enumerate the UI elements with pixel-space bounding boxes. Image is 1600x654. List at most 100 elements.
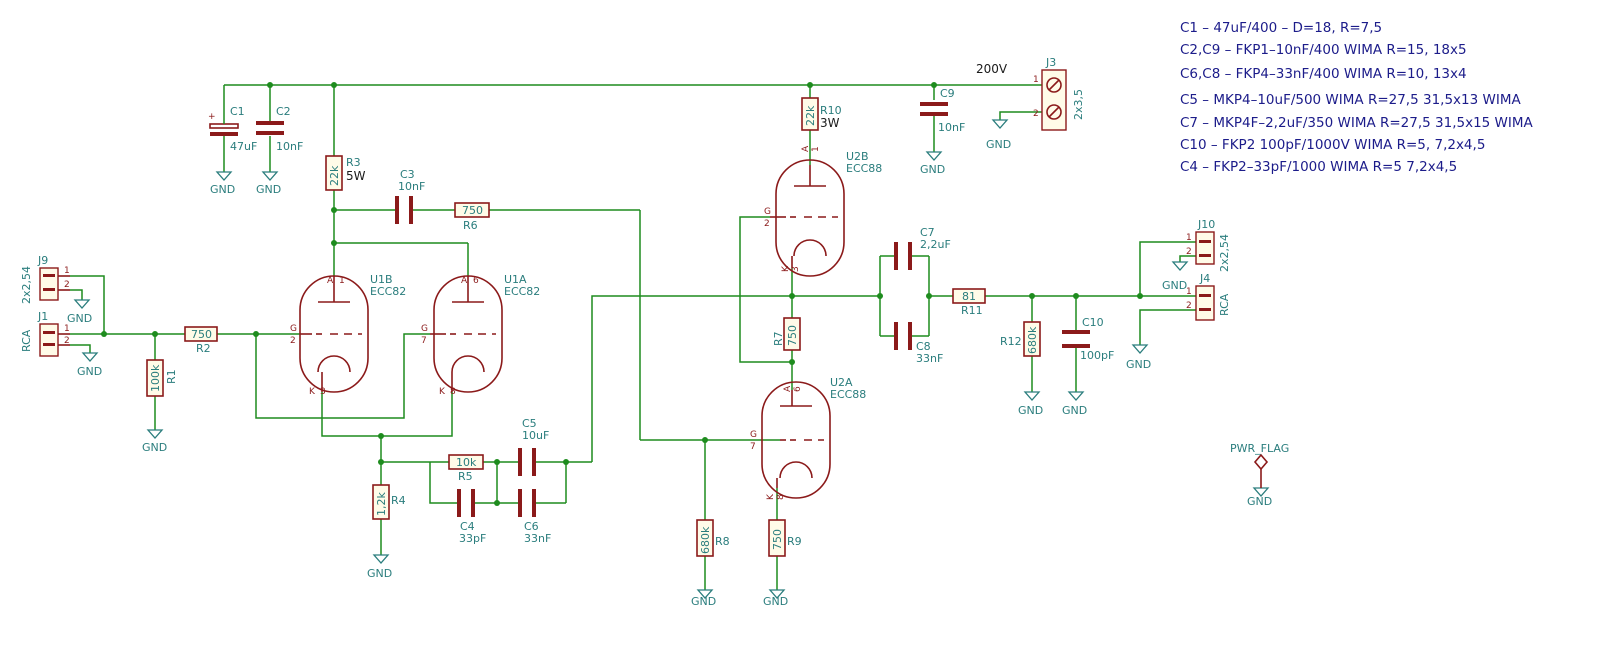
gnd-label: GND xyxy=(763,595,788,608)
capacitor-c1: + C1 47uF xyxy=(208,105,257,153)
supply-voltage-label: 200V xyxy=(976,62,1008,76)
svg-text:A: A xyxy=(327,276,334,286)
svg-text:G: G xyxy=(750,430,757,440)
svg-text:2,2uF: 2,2uF xyxy=(920,238,951,251)
capacitor-c8: C8 33nF xyxy=(894,322,943,365)
svg-text:10nF: 10nF xyxy=(398,180,425,193)
svg-text:C2: C2 xyxy=(276,105,291,118)
svg-text:R1: R1 xyxy=(165,369,178,384)
resistor-r7: 750 R7 xyxy=(772,317,801,351)
svg-text:750: 750 xyxy=(191,328,212,341)
svg-text:A: A xyxy=(783,385,793,392)
svg-text:K: K xyxy=(439,387,446,397)
connector-j9: 1 2 J9 2x2,54 xyxy=(20,254,70,304)
svg-text:R8: R8 xyxy=(715,535,730,548)
svg-text:R6: R6 xyxy=(463,219,478,232)
note-line: C5 – MKP4–10uF/500 WIMA R=27,5 31,5x13 W… xyxy=(1180,92,1521,108)
svg-text:2: 2 xyxy=(1186,247,1192,257)
svg-text:ECC88: ECC88 xyxy=(830,388,866,401)
gnd-label: GND xyxy=(67,312,92,325)
note-line: C10 – FKP2 100pF/1000V WIMA R=5, 7,2x4,5 xyxy=(1180,137,1485,153)
svg-text:6: 6 xyxy=(473,276,479,286)
svg-text:33nF: 33nF xyxy=(916,352,943,365)
gnd-label: GND xyxy=(1162,279,1187,292)
svg-text:3: 3 xyxy=(791,266,801,272)
svg-text:U1B: U1B xyxy=(370,273,393,286)
resistor-r3: 22k R3 5W xyxy=(325,155,366,191)
svg-text:81: 81 xyxy=(962,290,976,303)
svg-text:C10: C10 xyxy=(1082,316,1104,329)
note-line: C4 – FKP2–33pF/1000 WIMA R=5 7,2x4,5 xyxy=(1180,159,1457,175)
note-line: C7 – MKP4F–2,2uF/350 WIMA R=27,5 31,5x15… xyxy=(1180,115,1534,131)
connector-j3: 1 2 J3 2x3,5 xyxy=(1033,56,1085,131)
capacitor-c5: C5 10uF xyxy=(518,417,549,476)
tube-u2b: A 1 G 2 K 3 U2B ECC88 xyxy=(764,145,882,277)
svg-text:750: 750 xyxy=(786,325,799,346)
svg-text:680k: 680k xyxy=(699,526,712,554)
svg-text:10nF: 10nF xyxy=(938,121,965,134)
svg-text:1: 1 xyxy=(64,324,70,334)
capacitor-c4: C4 33pF xyxy=(457,489,486,545)
svg-text:K: K xyxy=(766,493,776,500)
tube-u1a: A 6 G 7 K 8 U1A ECC82 xyxy=(421,273,540,397)
svg-text:750: 750 xyxy=(462,204,483,217)
svg-text:R5: R5 xyxy=(458,470,473,483)
resistor-r11: 81 R11 xyxy=(952,288,986,317)
svg-text:C4: C4 xyxy=(460,520,475,533)
gnd-label: GND xyxy=(256,183,281,196)
capacitor-c3: C3 10nF xyxy=(395,168,425,224)
svg-text:J1: J1 xyxy=(37,310,48,323)
svg-text:J3: J3 xyxy=(1045,56,1056,69)
pwr-flag-label: PWR_FLAG xyxy=(1230,442,1289,455)
gnd-label: GND xyxy=(367,567,392,580)
svg-text:J10: J10 xyxy=(1197,218,1215,231)
resistor-r2: 750 R2 xyxy=(184,326,218,355)
note-line: C1 – 47uF/400 – D=18, R=7,5 xyxy=(1180,20,1382,36)
resistor-r10: 22k R10 3W xyxy=(801,97,842,131)
wires xyxy=(70,84,1196,590)
resistor-r8: 680k R8 xyxy=(696,519,730,557)
svg-text:10uF: 10uF xyxy=(522,429,549,442)
svg-text:10nF: 10nF xyxy=(276,140,303,153)
svg-text:3W: 3W xyxy=(820,116,840,130)
svg-text:RCA: RCA xyxy=(20,329,33,352)
svg-text:G: G xyxy=(764,207,771,217)
svg-text:750: 750 xyxy=(771,529,784,550)
svg-text:R11: R11 xyxy=(961,304,983,317)
gnd-label: GND xyxy=(1062,404,1087,417)
svg-text:R9: R9 xyxy=(787,535,802,548)
svg-text:1: 1 xyxy=(339,276,345,286)
svg-text:G: G xyxy=(421,324,428,334)
svg-text:R4: R4 xyxy=(391,494,406,507)
capacitor-c2: C2 10nF xyxy=(256,105,303,153)
capacitor-c10: C10 100pF xyxy=(1062,316,1114,362)
svg-text:10k: 10k xyxy=(456,456,477,469)
svg-text:K: K xyxy=(309,387,316,397)
svg-text:A: A xyxy=(461,276,468,286)
svg-text:22k: 22k xyxy=(804,105,817,126)
svg-text:1: 1 xyxy=(1186,233,1192,243)
svg-text:7: 7 xyxy=(750,442,756,452)
note-line: C6,C8 – FKP4–33nF/400 WIMA R=10, 13x4 xyxy=(1180,66,1467,82)
tube-u1b: A 1 G 2 K 3 U1B ECC82 xyxy=(290,273,406,397)
svg-text:C9: C9 xyxy=(940,87,955,100)
svg-text:2: 2 xyxy=(1186,301,1192,311)
svg-text:C3: C3 xyxy=(400,168,415,181)
svg-text:ECC88: ECC88 xyxy=(846,162,882,175)
junctions xyxy=(101,82,1143,506)
svg-text:J9: J9 xyxy=(37,254,48,267)
resistor-r6: 750 R6 xyxy=(454,202,490,232)
gnd-label: GND xyxy=(920,163,945,176)
svg-text:ECC82: ECC82 xyxy=(504,285,540,298)
svg-text:R10: R10 xyxy=(820,104,842,117)
capacitor-c6: C6 33nF xyxy=(518,489,551,545)
svg-text:2x2,54: 2x2,54 xyxy=(20,266,33,304)
connector-j10: 1 2 J10 2x2,54 xyxy=(1186,218,1231,272)
svg-text:7: 7 xyxy=(421,336,427,346)
gnd-label: GND xyxy=(210,183,235,196)
svg-text:RCA: RCA xyxy=(1218,293,1231,316)
svg-text:100pF: 100pF xyxy=(1080,349,1114,362)
resistor-r9: 750 R9 xyxy=(768,519,802,557)
svg-text:R3: R3 xyxy=(346,156,361,169)
